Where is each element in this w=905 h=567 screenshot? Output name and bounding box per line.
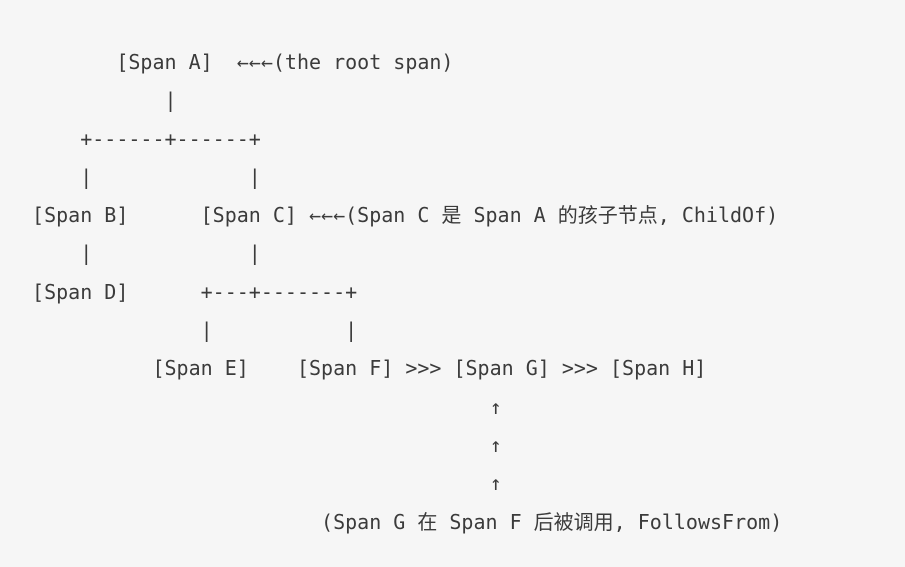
ascii-line-branch-a: +------+------+ <box>20 126 261 151</box>
ascii-line-followsfrom-note: (Span G 在 Span F 后被调用, FollowsFrom) <box>20 509 783 534</box>
ascii-line-vertical-connector: | <box>20 88 177 113</box>
ascii-line-span-e-f-g-h: [Span E] [Span F] >>> [Span G] >>> [Span… <box>20 356 707 381</box>
ascii-line-connector-bars-3: | | <box>20 318 358 343</box>
ascii-line-up-arrow-3: ↑ <box>20 471 502 496</box>
ascii-line-up-arrow-1: ↑ <box>20 394 502 419</box>
ascii-line-up-arrow-2: ↑ <box>20 432 502 457</box>
ascii-line-connector-bars-2: | | <box>20 241 261 266</box>
ascii-line-connector-bars-1: | | <box>20 164 261 189</box>
ascii-line-span-a-root: [Span A] ←←←(the root span) <box>20 50 454 74</box>
ascii-line-span-b-span-c: [Span B] [Span C] ←←←(Span C 是 Span A 的孩… <box>20 203 779 228</box>
ascii-line-span-d-branch-c: [Span D] +---+-------+ <box>20 279 358 304</box>
